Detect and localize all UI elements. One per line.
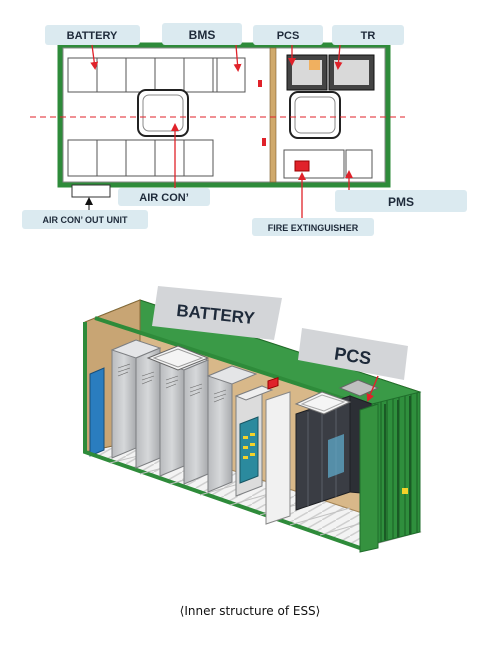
pms-cabinet [345, 149, 373, 179]
fire-extinguisher [294, 160, 310, 172]
floor-plan: BATTERY BMS PCS TR AIR CON’ PMS AIR CON’… [22, 23, 467, 236]
label-bms: BMS [162, 23, 242, 45]
label-air-con-out-unit: AIR CON’ OUT UNIT [22, 210, 148, 229]
svg-text:AIR CON’ OUT UNIT: AIR CON’ OUT UNIT [43, 215, 129, 225]
svg-text:PMS: PMS [388, 195, 414, 209]
air-con-unit-right [289, 91, 341, 139]
label-battery: BATTERY [45, 25, 140, 45]
svg-text:BATTERY: BATTERY [67, 30, 118, 42]
left-blue-door [89, 367, 105, 457]
label-battery-3d: BATTERY [152, 286, 282, 340]
figure-caption: ⟨Inner structure of ESS⟩ [179, 604, 321, 618]
battery-cabinets-3d [110, 339, 258, 493]
label-air-con: AIR CON’ [118, 188, 210, 206]
container-3d-view: BATTERY PCS [83, 286, 422, 553]
label-fire-extinguisher: FIRE EXTINGUISHER [252, 218, 374, 236]
svg-text:FIRE EXTINGUISHER: FIRE EXTINGUISHER [268, 223, 359, 233]
bms-cabinet [216, 57, 246, 93]
air-con-unit-3d [146, 345, 210, 371]
air-con-out-unit [71, 184, 111, 198]
partition-wall [269, 47, 277, 183]
bms-cabinet-3d [234, 385, 274, 497]
svg-text:BMS: BMS [189, 28, 216, 42]
svg-text:PCS: PCS [277, 30, 300, 42]
label-tr: TR [332, 25, 404, 45]
svg-text:AIR CON’: AIR CON’ [139, 192, 189, 204]
plan-pointer-arrows [90, 44, 353, 218]
battery-rack-bottom-row [67, 139, 214, 177]
svg-text:TR: TR [361, 30, 376, 42]
container-right-doors [359, 391, 421, 553]
3d-pointer-arrows [366, 375, 379, 402]
label-pms: PMS [335, 190, 467, 212]
fire-extinguisher-3d [267, 377, 279, 390]
partition-door-3d [265, 391, 291, 525]
air-con-unit [137, 89, 189, 137]
label-pcs-3d: PCS [298, 328, 408, 380]
label-pcs: PCS [253, 25, 323, 45]
